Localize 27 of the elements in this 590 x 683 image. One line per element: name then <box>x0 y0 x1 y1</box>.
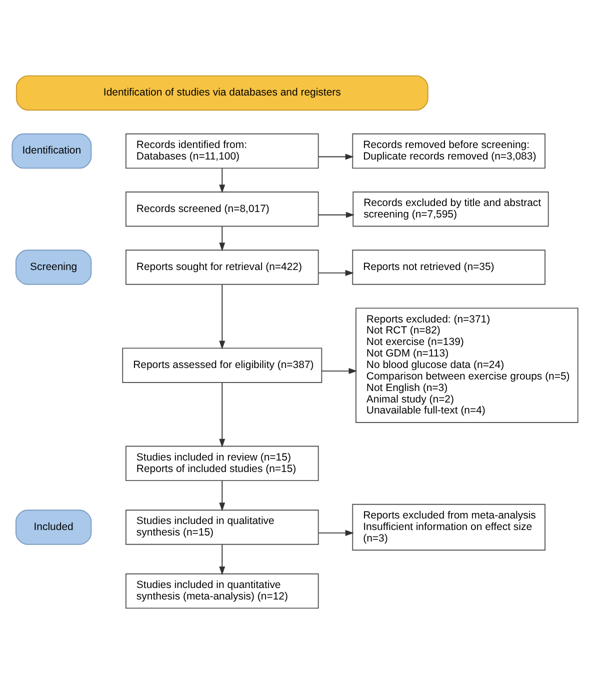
node-box: Records excluded by title and abstract screening (n=7,595) <box>352 191 549 226</box>
node-box: Studies included in qualitative synthesis (n=15) <box>125 509 319 544</box>
node-box: Screening <box>15 249 92 284</box>
node-box: Records removed before screening: Duplicate records removed (n=3,083) <box>352 132 546 168</box>
node-box: Records identified from: Databases (n=11,100) <box>125 132 319 168</box>
arrow <box>321 368 358 374</box>
arrow <box>219 226 226 251</box>
arrow <box>318 211 355 218</box>
arrow <box>219 382 226 447</box>
arrow <box>219 284 226 349</box>
arrow <box>219 168 226 193</box>
node-box: Reports assessed for eligibility (n=387) <box>122 347 322 382</box>
arrow <box>219 544 226 575</box>
node-box: Identification of studies via databases and registers <box>16 74 428 110</box>
node-box: Reports sought for retrieval (n=422) <box>125 249 319 284</box>
arrow <box>318 153 354 160</box>
node-box: Reports excluded from meta-analysis Insufficient information on effect size (n=3) <box>352 503 546 550</box>
node-box: Reports not retrieved (n=35) <box>352 249 546 284</box>
node-box: Studies included in quantitative synthesis (meta-analysis) (n=12) <box>125 572 319 608</box>
arrow <box>219 480 226 511</box>
node-box: Reports excluded: (n=371) Not RCT (n=82) Not exercise (n=139) Not GDM (n=113) No blood glucose data (n=24) Comparison between exercise groups (n=5) Not English (n=3) Animal study (n=2) Unavailable full-text (n=4) <box>355 307 578 422</box>
node-box: Studies included in review (n=15) Reports of included studies (n=15) <box>125 445 319 481</box>
arrow <box>318 529 354 536</box>
node-box: Records screened (n=8,017) <box>125 191 319 226</box>
node-box: Identification <box>12 132 92 168</box>
arrow <box>318 269 354 276</box>
node-box: Included <box>15 509 92 544</box>
